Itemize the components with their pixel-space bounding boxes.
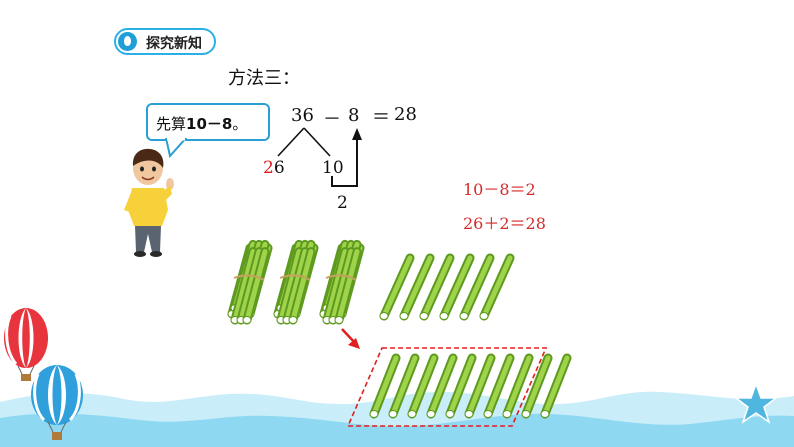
bundle-stick xyxy=(288,247,316,325)
section-badge: 探究新知 xyxy=(114,28,216,55)
bubble-expression: 10－8 xyxy=(186,115,233,133)
stick-bundle xyxy=(319,239,365,325)
ones-digit: 6 xyxy=(273,158,285,178)
bundle-tie xyxy=(279,274,311,281)
single-stick xyxy=(379,253,415,321)
single-stick xyxy=(479,253,515,321)
single-stick xyxy=(407,353,439,419)
blue-balloon-icon xyxy=(31,365,83,440)
split-twenty-six: 26 xyxy=(263,158,285,178)
single-stick xyxy=(459,253,495,321)
single-stick xyxy=(521,353,553,419)
red-arrow-icon xyxy=(341,328,360,349)
speech-bubble: 先算10－8。 xyxy=(146,103,270,141)
method-title: 方法三： xyxy=(228,68,300,89)
section-badge-label: 探究新知 xyxy=(146,36,202,52)
stick-bundle xyxy=(273,239,319,325)
wave-front xyxy=(0,413,794,447)
equation-minuend: 36 xyxy=(291,105,314,126)
stick-bundle xyxy=(227,239,273,325)
single-stick xyxy=(388,353,420,419)
bundle-stick xyxy=(334,247,362,325)
equation-equals: ＝ xyxy=(372,107,390,128)
single-stick xyxy=(426,353,458,419)
stick-bundles xyxy=(227,239,365,325)
step-one: 10－8＝2 xyxy=(463,180,536,199)
bubble-suffix: 。 xyxy=(232,115,248,133)
lightbulb-icon xyxy=(118,32,137,51)
equation-subtrahend: 8 xyxy=(348,105,360,126)
split-difference: 2 xyxy=(337,193,348,213)
boy-character-image xyxy=(124,148,174,257)
single-stick xyxy=(540,353,572,419)
dashed-selection-box xyxy=(346,347,548,427)
single-stick xyxy=(369,353,401,419)
bubble-prefix: 先算 xyxy=(156,115,187,133)
bundle-stick xyxy=(242,247,270,325)
single-stick xyxy=(399,253,435,321)
starfish-icon xyxy=(733,381,779,424)
bundle-tie xyxy=(325,274,357,281)
single-stick xyxy=(464,353,496,419)
step-two: 26＋2＝28 xyxy=(463,214,546,233)
single-stick xyxy=(502,353,534,419)
single-sticks-bottom-row xyxy=(369,353,572,419)
speech-bubble-tail xyxy=(164,138,188,159)
bundle-tie xyxy=(233,274,265,281)
single-stick xyxy=(445,353,477,419)
equation-minus: － xyxy=(323,109,341,130)
single-stick xyxy=(483,353,515,419)
counting-sticks xyxy=(227,239,572,427)
single-sticks-top-row xyxy=(379,253,515,321)
decomposition-lines xyxy=(277,127,362,187)
single-stick xyxy=(439,253,475,321)
split-ten: 10 xyxy=(322,158,344,178)
speech-bubble-text: 先算10－8。 xyxy=(156,113,247,134)
tens-digit: 2 xyxy=(263,158,274,178)
equation-result: 28 xyxy=(394,104,417,125)
red-balloon-icon xyxy=(4,308,48,381)
single-stick xyxy=(419,253,455,321)
